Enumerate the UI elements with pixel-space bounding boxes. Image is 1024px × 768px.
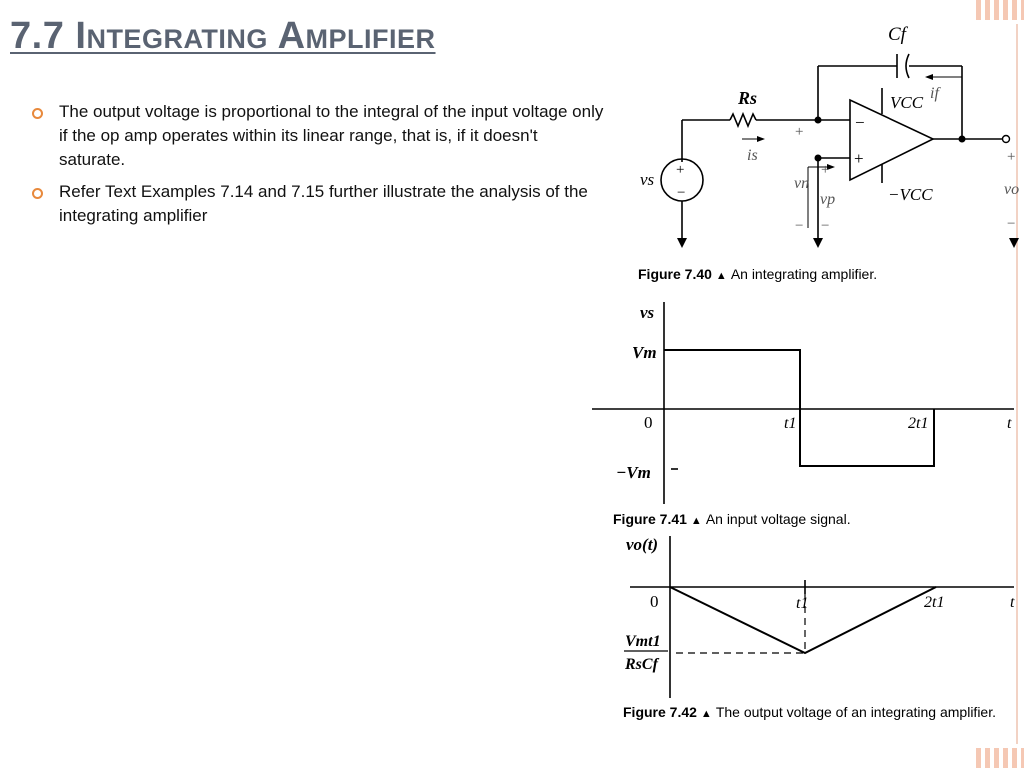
x-axis-label: t	[1010, 594, 1015, 611]
vn-minus-sign: −	[795, 218, 803, 234]
t1-tick-label: t1	[796, 595, 808, 612]
2t1-tick-label: 2t1	[924, 594, 944, 611]
figure-7-41-caption: Figure 7.41▲An input voltage signal.	[613, 511, 851, 527]
slide-title: 7.7 Integrating Amplifier	[10, 15, 436, 57]
figure-caption-text: An integrating amplifier.	[730, 266, 878, 282]
bullet-item: Refer Text Examples 7.14 and 7.15 furthe…	[32, 180, 607, 228]
vp-plus-sign: +	[821, 162, 829, 178]
origin-label: 0	[644, 413, 653, 432]
noninverting-input-sign: +	[854, 149, 864, 168]
vo-minus-sign: −	[1007, 216, 1015, 232]
inverting-input-sign: −	[855, 113, 865, 132]
vcc-negative-label: −VCC	[888, 185, 933, 204]
input-voltage-signal-chart: vs Vm 0 −Vm t1 2t1 t	[592, 302, 1014, 504]
x-axis-label: t	[1007, 415, 1012, 432]
bullet-text: The output voltage is proportional to th…	[59, 102, 604, 169]
vp-label: vp	[820, 191, 835, 208]
neg-vm-tick-label: −Vm	[616, 463, 651, 482]
min-value-denominator: RsCf	[624, 656, 660, 673]
source-plus-sign: +	[676, 162, 684, 178]
vm-tick-label: Vm	[632, 343, 657, 362]
2t1-tick-label: 2t1	[908, 415, 928, 432]
bullet-item: The output voltage is proportional to th…	[32, 100, 607, 172]
bullet-marker-icon	[32, 108, 43, 119]
cf-label: Cf	[888, 24, 909, 45]
rs-label: Rs	[737, 88, 757, 108]
origin-label: 0	[650, 592, 659, 611]
corner-decoration-bottom	[976, 748, 1024, 768]
bullet-text: Refer Text Examples 7.14 and 7.15 furthe…	[59, 182, 588, 225]
triangle-icon: ▲	[700, 708, 712, 720]
output-voltage-chart: vo(t) 0 t1 2t1 t Vmt1 RsCf	[624, 535, 1015, 698]
figure-7-42-caption: Figure 7.42▲The output voltage of an int…	[623, 703, 1003, 724]
vn-label: vn	[794, 175, 809, 192]
triangle-icon: ▲	[690, 515, 702, 527]
figure-caption-text: An input voltage signal.	[705, 511, 851, 527]
vo-plus-sign: +	[1007, 149, 1015, 165]
vs-label: vs	[640, 170, 655, 189]
source-minus-sign: −	[677, 185, 685, 201]
vcc-positive-label: VCC	[890, 93, 924, 112]
corner-decoration-top	[976, 0, 1024, 20]
vp-minus-sign: −	[821, 218, 829, 234]
vn-plus-sign: +	[795, 124, 803, 140]
vo-label: vo	[1004, 181, 1019, 198]
side-rule-decoration	[1016, 24, 1018, 744]
figure-number: Figure 7.42	[623, 704, 697, 720]
if-label: if	[930, 85, 941, 102]
output-waveform	[669, 586, 937, 655]
figure-number: Figure 7.40	[638, 266, 712, 282]
figure-number: Figure 7.41	[613, 511, 687, 527]
signal-waveform	[664, 349, 935, 467]
integrating-amplifier-circuit: Cf Rs VCC −VCC if is vs vn vp vo + − + −…	[640, 24, 1019, 248]
t1-tick-label: t1	[784, 415, 796, 432]
figure-7-40-caption: Figure 7.40▲An integrating amplifier.	[638, 266, 877, 282]
bullet-list: The output voltage is proportional to th…	[32, 100, 607, 236]
bullet-marker-icon	[32, 188, 43, 199]
triangle-icon: ▲	[715, 270, 727, 282]
y-axis-label: vs	[640, 303, 655, 322]
is-label: is	[747, 147, 758, 164]
y-axis-label: vo(t)	[626, 535, 658, 554]
min-value-numerator: Vmt1	[625, 633, 661, 650]
figure-caption-text: The output voltage of an integrating amp…	[715, 704, 996, 720]
